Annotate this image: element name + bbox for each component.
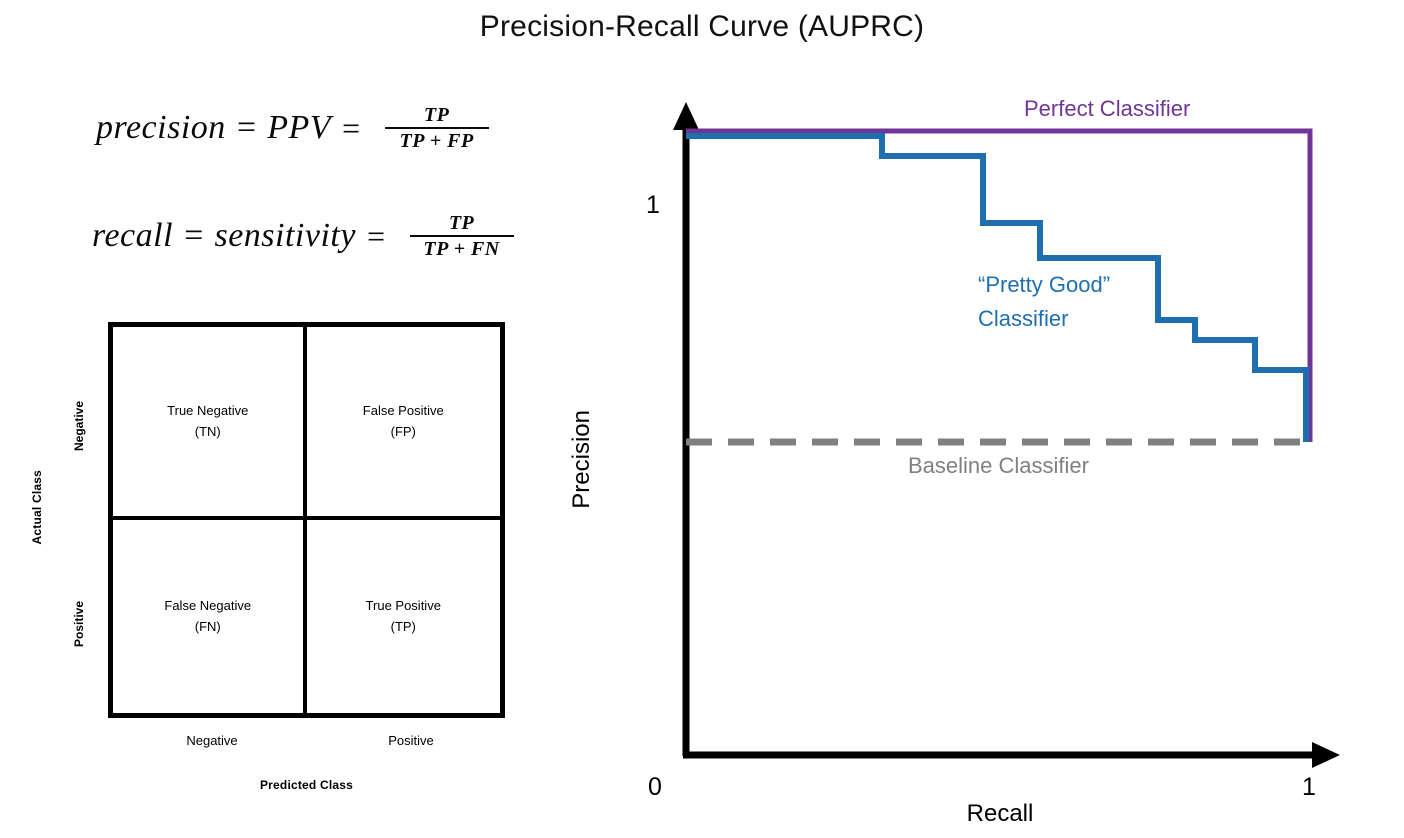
- matrix-cell-true-positive: True Positive (TP): [307, 520, 501, 713]
- x-axis-label: Recall: [966, 800, 1034, 827]
- formula-recall-numerator: TP: [448, 212, 475, 234]
- matrix-axis-label-predicted-class: Predicted Class: [259, 778, 354, 792]
- precision-recall-plot-svg: [673, 102, 1340, 768]
- matrix-cell-true-negative: True Negative (TN): [113, 327, 307, 520]
- matrix-axis-label-actual-class: Actual Class: [30, 470, 44, 545]
- chart-annotation-pretty-good-line1: “Pretty Good”: [978, 272, 1111, 297]
- confusion-matrix-grid: True Negative (TN) False Positive (FP) F…: [113, 327, 500, 713]
- formula-recall-fraction: TP TP + FN: [409, 212, 514, 261]
- matrix-cell-name: False Negative: [164, 598, 252, 614]
- y-axis-label: Precision: [568, 410, 595, 509]
- chart-annotation-perfect-classifier: Perfect Classifier: [1024, 96, 1191, 121]
- x-axis: [683, 742, 1340, 768]
- matrix-cell-name: True Negative: [167, 403, 249, 419]
- precision-recall-chart: Perfect Classifier “Pretty Good” Classif…: [568, 80, 1400, 838]
- fraction-bar-icon: [384, 127, 489, 130]
- formula-recall-lhs: recall = sensitivity: [92, 217, 356, 255]
- series-perfect-classifier: [686, 128, 1313, 442]
- matrix-cell-abbr: (TN): [194, 423, 221, 439]
- matrix-row-label-negative: Negative: [72, 400, 86, 452]
- matrix-column-label-negative: Negative: [186, 733, 238, 748]
- formula-recall-equals: =: [364, 217, 387, 254]
- formula-recall-denominator: TP + FN: [423, 238, 500, 261]
- matrix-row-label-positive: Positive: [72, 600, 86, 648]
- series-pretty-good-classifier: [686, 133, 1309, 442]
- formula-precision-numerator: TP: [423, 104, 450, 126]
- formula-precision-equals: =: [340, 109, 362, 146]
- x-axis-tick-1: 1: [1302, 773, 1316, 801]
- matrix-cell-false-negative: False Negative (FN): [113, 520, 307, 713]
- formula-recall: recall = sensitivity = TP TP + FN: [92, 212, 514, 261]
- matrix-cell-name: False Positive: [362, 403, 444, 419]
- formula-precision: precision = PPV = TP TP + FP: [96, 104, 489, 153]
- chart-annotation-pretty-good-line2: Classifier: [978, 306, 1069, 331]
- matrix-cell-abbr: (FN): [194, 618, 221, 634]
- matrix-column-label-positive: Positive: [388, 733, 434, 748]
- y-axis: [673, 102, 699, 756]
- formula-precision-fraction: TP TP + FP: [384, 104, 489, 153]
- page-title: Precision-Recall Curve (AUPRC): [479, 10, 925, 43]
- matrix-cell-abbr: (TP): [390, 618, 416, 634]
- formula-precision-denominator: TP + FP: [399, 130, 474, 153]
- fraction-bar-icon: [409, 235, 514, 238]
- matrix-cell-false-positive: False Positive (FP): [306, 327, 500, 520]
- y-axis-tick-1: 1: [646, 191, 660, 219]
- matrix-cell-name: True Positive: [365, 598, 441, 614]
- x-axis-tick-0: 0: [648, 773, 662, 801]
- formula-precision-lhs: precision = PPV: [96, 109, 332, 147]
- confusion-matrix: True Negative (TN) False Positive (FP) F…: [72, 322, 505, 748]
- matrix-cell-abbr: (FP): [390, 423, 416, 439]
- chart-annotation-baseline-classifier: Baseline Classifier: [908, 453, 1089, 478]
